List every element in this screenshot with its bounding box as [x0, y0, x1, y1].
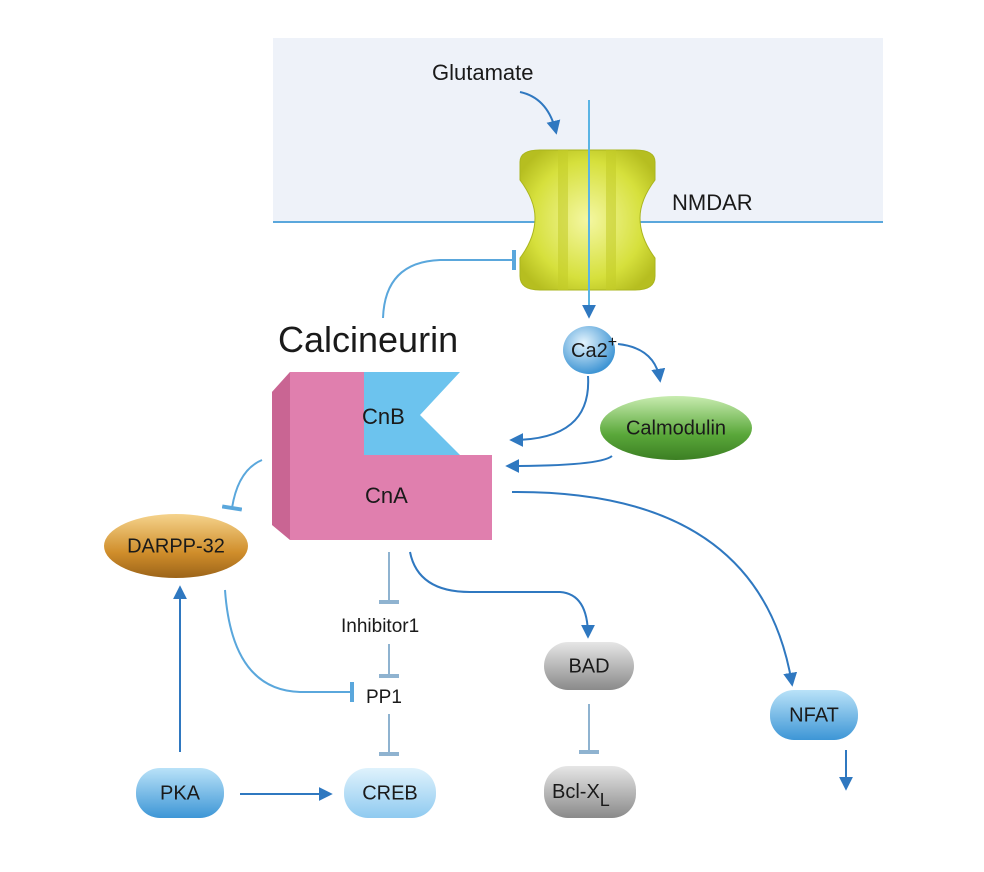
calcineurin-title: Calcineurin	[278, 319, 458, 360]
pp1-label: PP1	[366, 687, 402, 708]
calmodulin-node	[600, 396, 752, 460]
nfat-label: NFAT	[789, 704, 839, 726]
calmodulin-to-calcineurin-arrow	[505, 455, 613, 473]
darpp32-node	[104, 514, 248, 578]
creb-label: CREB	[362, 782, 418, 804]
bad-node	[544, 642, 634, 690]
calcineurin-to-bad-arrow	[409, 551, 595, 639]
svg-text:Bcl-XL: Bcl-XL	[552, 781, 610, 810]
calcineurin-complex	[272, 372, 492, 540]
glutamate-label: Glutamate	[432, 60, 534, 85]
calcium-label: Ca2	[571, 340, 608, 362]
nmdar-channel	[519, 149, 656, 291]
svg-text:Ca2+: Ca2+	[571, 334, 617, 362]
calcineurin-inhibits-darpp32	[221, 459, 263, 512]
bclxl-label: Bcl-X	[552, 781, 600, 803]
ca-to-calmodulin-arrow	[617, 343, 666, 383]
ca-to-calcineurin-arrow	[509, 375, 590, 447]
calcium-node: Ca2+	[563, 326, 617, 374]
pka-label: PKA	[160, 782, 201, 804]
cnb-subunit	[364, 372, 460, 455]
calcineurin-inhibits-nmdar	[382, 250, 516, 319]
calcineurin-to-nfat-arrow	[511, 490, 798, 687]
nmdar-label: NMDAR	[672, 190, 753, 215]
calcium-superscript: +	[608, 334, 617, 351]
darpp32-inhibits-pp1	[224, 589, 354, 702]
cna-label: CnA	[365, 483, 408, 508]
cnb-label: CnB	[362, 404, 405, 429]
nfat-node	[770, 690, 858, 740]
bad-label: BAD	[568, 655, 609, 677]
glutamate-arrow	[519, 91, 561, 135]
darpp32-label: DARPP-32	[127, 535, 225, 557]
creb-node	[344, 768, 436, 818]
bclxl-node	[544, 766, 636, 818]
calmodulin-label: Calmodulin	[626, 417, 726, 439]
bclxl-subscript: L	[600, 790, 610, 810]
pka-node	[136, 768, 224, 818]
inhibitor1-label: Inhibitor1	[341, 616, 419, 637]
